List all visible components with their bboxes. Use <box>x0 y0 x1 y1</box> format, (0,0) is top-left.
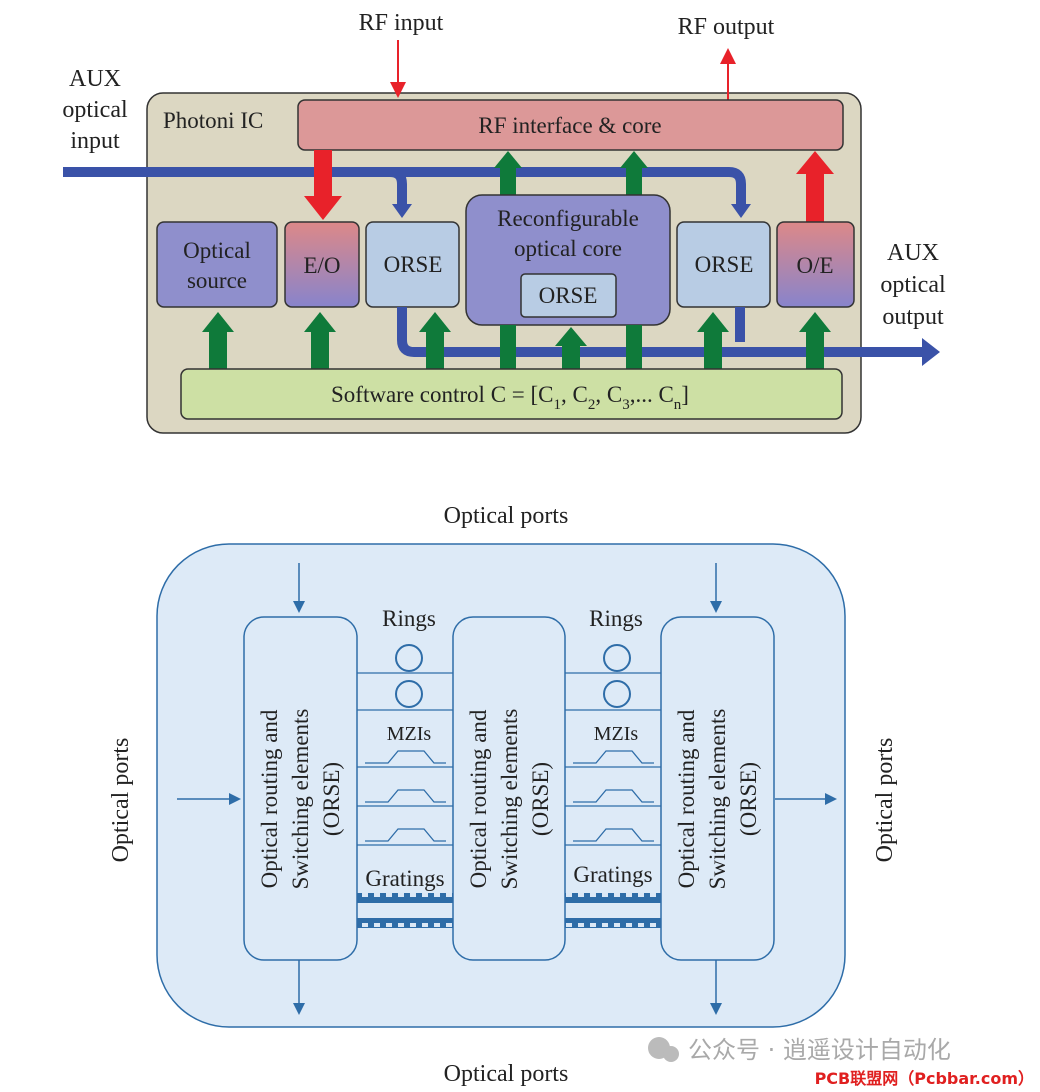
mzi <box>365 750 446 764</box>
optical-ports-right-label: Optical ports <box>872 738 898 863</box>
orse-column-1: Optical routing and Switching elements (… <box>243 616 358 961</box>
software-control-label: Software control C = [C1, C2, C3,... Cn] <box>331 382 689 413</box>
optical-source-label-1: Optical <box>183 238 251 263</box>
chip-label: Photoni IC <box>163 108 263 133</box>
gratings-label-left: Gratings <box>365 866 444 891</box>
watermark-source: PCB联盟网（Pcbbar.com） <box>815 1069 1034 1088</box>
rf-input-label: RF input <box>359 10 444 36</box>
optical-source-box <box>156 221 278 308</box>
reconfigurable-core-box <box>465 194 671 326</box>
orse-column-label-2: Switching elements <box>497 709 522 890</box>
rings-label-left: Rings <box>382 606 436 631</box>
optical-ports-bottom-label: Optical ports <box>444 1061 569 1087</box>
ring-resonator <box>395 644 423 672</box>
watermark: 公众号 · 逍遥设计自动化 PCB联盟网（Pcbbar.com） <box>648 1036 1034 1088</box>
orse-column-label-3: (ORSE) <box>528 762 553 836</box>
oe-label: O/E <box>796 253 833 278</box>
core-to-rf-arrows <box>494 151 648 196</box>
rings-label-right: Rings <box>589 606 643 631</box>
aux-output-label-1: AUX <box>887 240 939 266</box>
orse-column-label-1: Optical routing and <box>674 709 699 888</box>
rf-interface-core-box <box>297 99 844 151</box>
oe-to-rf-arrow <box>796 151 834 222</box>
orse-inner-label: ORSE <box>539 283 598 308</box>
orse-inner-box <box>520 273 617 318</box>
control-arrows <box>202 312 831 370</box>
optical-ports-left-label: Optical ports <box>108 738 134 863</box>
mzi <box>365 789 446 803</box>
orse-left-label: ORSE <box>384 252 443 277</box>
interconnect-lines <box>357 672 661 846</box>
mzis-label-right: MZIs <box>594 723 639 745</box>
optical-path-input <box>63 167 751 218</box>
orse-column-label-3: (ORSE) <box>319 762 344 836</box>
oe-box <box>776 221 855 308</box>
rf-interface-core-label: RF interface & core <box>478 113 661 138</box>
top-diagram: Photoni IC RF input RF output RF interfa… <box>62 10 946 434</box>
mzi <box>365 828 446 842</box>
ring-resonator <box>603 680 631 708</box>
orse-column-label-2: Switching elements <box>288 709 313 890</box>
watermark-text: 公众号 · 逍遥设计自动化 <box>688 1036 951 1064</box>
reconfigurable-core-label-2: optical core <box>514 236 622 261</box>
grating <box>565 893 661 903</box>
reconfigurable-core-label-1: Reconfigurable <box>497 206 639 231</box>
ring-resonator <box>603 644 631 672</box>
orse-column-label-1: Optical routing and <box>466 709 491 888</box>
orse-right-label: ORSE <box>695 252 754 277</box>
grating <box>565 918 661 928</box>
orse-column-3: Optical routing and Switching elements (… <box>660 616 775 961</box>
orse-column-label-2: Switching elements <box>705 709 730 890</box>
gratings-label-right: Gratings <box>573 862 652 887</box>
ring-resonator <box>395 680 423 708</box>
eo-box <box>284 221 360 308</box>
optical-source-label-2: source <box>187 268 247 293</box>
eo-label: E/O <box>303 253 340 278</box>
aux-input-label-3: input <box>70 128 120 154</box>
aux-output-label-3: output <box>882 304 944 330</box>
rf-output-label: RF output <box>678 14 775 40</box>
aux-output-label-2: optical <box>880 272 946 298</box>
port-arrows <box>177 563 837 1015</box>
mzi-elements <box>365 750 654 842</box>
ring-resonators <box>395 644 631 708</box>
bottom-diagram: Optical ports Optical ports Optical port… <box>108 503 898 1087</box>
optical-ports-top-label: Optical ports <box>444 503 569 529</box>
mzi <box>573 828 654 842</box>
rf-to-eo-arrow <box>304 150 342 220</box>
optical-path-output <box>397 307 940 366</box>
orse-right-box <box>676 221 771 308</box>
aux-input-label-2: optical <box>62 97 128 123</box>
orse-column-label-3: (ORSE) <box>736 762 761 836</box>
aux-input-label-1: AUX <box>69 66 121 92</box>
orse-column-2: Optical routing and Switching elements (… <box>452 616 566 961</box>
mzi <box>573 789 654 803</box>
orse-left-box <box>365 221 460 308</box>
grating <box>357 918 453 928</box>
grating <box>357 893 453 903</box>
mzi <box>573 750 654 764</box>
software-control-box <box>180 368 843 420</box>
orse-column-label-1: Optical routing and <box>257 709 282 888</box>
mzis-label-left: MZIs <box>387 723 432 745</box>
gratings <box>357 893 661 928</box>
